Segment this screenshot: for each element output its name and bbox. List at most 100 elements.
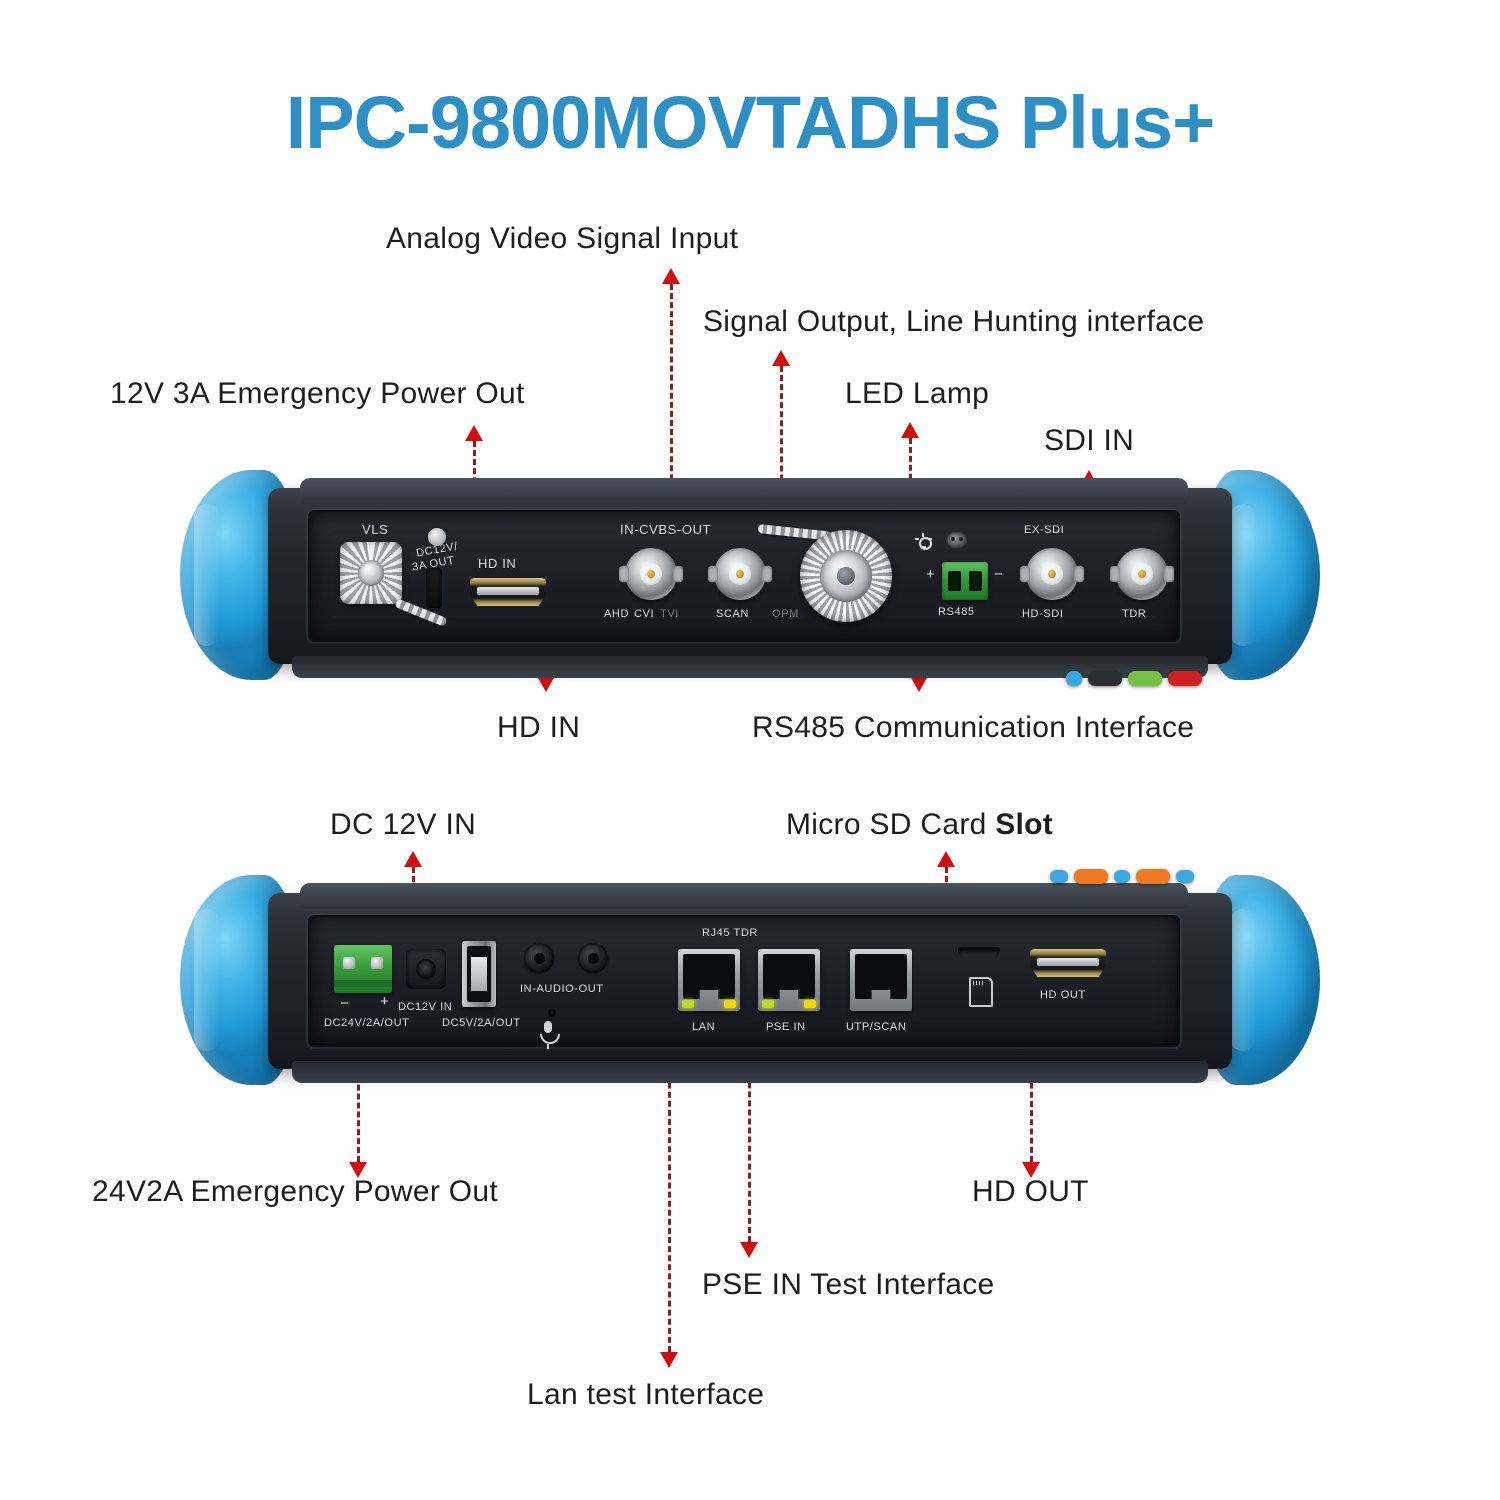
callout-dc-12v-in: DC 12V IN <box>330 808 477 841</box>
top-connector-plate: VLS DC12V/ 3A OUT HD IN IN-CVBS-OUT AHD … <box>308 510 1180 642</box>
dc12v-3a-out-cap[interactable] <box>428 528 446 546</box>
function-key-strip[interactable] <box>1066 671 1202 686</box>
port-label-dc5v-2a-out: DC5V/2A/OUT <box>442 1017 521 1029</box>
key-orange-2[interactable] <box>1136 869 1170 884</box>
arrow-rs485 <box>910 676 928 692</box>
key-blue-bottom[interactable] <box>1050 870 1068 883</box>
port-label-hd-in: HD IN <box>478 556 517 571</box>
port-label-ahd: AHD <box>604 608 630 620</box>
port-label-utp-scan: UTP/SCAN <box>846 1021 907 1033</box>
callout-rs485-communication-interface: RS485 Communication Interface <box>752 711 1195 744</box>
port-label-tvi: TVI <box>660 608 679 620</box>
callout-hd-out: HD OUT <box>972 1175 1089 1208</box>
port-label-dc24v-2a-out: DC24V/2A/OUT <box>324 1017 410 1029</box>
port-label-scan: SCAN <box>716 608 749 620</box>
callout-micro-sd-card-text: Micro SD Card <box>786 808 996 841</box>
audio-out-jack[interactable] <box>578 943 608 973</box>
port-label-tdr: TDR <box>1122 608 1147 620</box>
callout-hd-in: HD IN <box>497 711 581 744</box>
leader-24v2a-emergency-power <box>357 1040 360 1162</box>
arrow-signal-output <box>772 350 790 366</box>
rs485-plus-label: + <box>926 566 936 583</box>
key-green[interactable] <box>1128 671 1162 686</box>
dc12v-3a-out-port[interactable] <box>426 568 442 608</box>
bnc-scan[interactable] <box>708 548 772 600</box>
bottom-connector-plate: − + DC24V/2A/OUT DC12V IN DC5V/2A/OUT IN… <box>308 915 1180 1049</box>
callout-analog-video-signal-input: Analog Video Signal Input <box>386 222 739 255</box>
key-blue-3[interactable] <box>1176 870 1194 883</box>
micro-sd-card-slot[interactable] <box>958 947 1000 957</box>
leader-signal-output <box>780 366 783 580</box>
callout-pse-in-test-interface: PSE IN Test Interface <box>702 1268 995 1301</box>
port-label-hd-sdi: HD-SDI <box>1022 608 1064 620</box>
arrow-pse-in-test <box>740 1242 758 1258</box>
terminal-minus-label: − <box>340 995 350 1012</box>
arrow-dc-12v-in <box>404 851 422 867</box>
callout-slot-text: Slot <box>995 808 1054 841</box>
port-label-in-audio-out: IN-AUDIO-OUT <box>520 983 604 995</box>
lamp-icon <box>914 533 932 552</box>
device-top-lip-bottom <box>300 883 1188 909</box>
port-label-ex-sdi: EX-SDI <box>1024 524 1065 536</box>
page-title: IPC-9800MOVTADHS Plus+ <box>285 81 1216 164</box>
arrow-12v-emergency-power <box>465 425 483 441</box>
dc24v-2a-out-terminal[interactable] <box>334 945 392 993</box>
device-top-lip <box>300 478 1188 504</box>
key-blue[interactable] <box>1066 671 1082 686</box>
port-label-in-cvbs-out: IN-CVBS-OUT <box>620 522 712 537</box>
vls-optical-connector[interactable] <box>340 542 402 604</box>
leader-lan-test <box>668 1010 671 1352</box>
port-label-rs485: RS485 <box>938 606 975 618</box>
bnc-hd-sdi[interactable] <box>1020 548 1084 600</box>
utp-scan-rj45-port[interactable] <box>850 949 912 1011</box>
key-orange-1[interactable] <box>1074 869 1108 884</box>
sd-card-icon <box>969 977 993 1007</box>
microphone-hole <box>548 1009 556 1017</box>
port-label-opm: OPM <box>772 608 799 620</box>
leader-pse-in-test <box>748 1010 751 1242</box>
dc5v-2a-out-usb-port[interactable] <box>462 941 496 1007</box>
device-bottom-panel: − + DC24V/2A/OUT DC12V IN DC5V/2A/OUT IN… <box>180 869 1320 1087</box>
microphone-icon <box>540 1021 560 1049</box>
led-lamp-indicator <box>946 532 968 549</box>
pse-in-rj45-port[interactable] <box>758 949 820 1011</box>
key-blue-2[interactable] <box>1114 870 1130 883</box>
rs485-minus-label: − <box>994 566 1004 583</box>
arrow-lan-test <box>660 1352 678 1368</box>
callout-12v-3a-emergency-power-out: 12V 3A Emergency Power Out <box>110 377 525 410</box>
arrow-led-lamp <box>901 422 919 438</box>
bnc-tdr[interactable] <box>1110 548 1174 600</box>
device-top-panel: VLS DC12V/ 3A OUT HD IN IN-CVBS-OUT AHD … <box>180 470 1320 686</box>
dc12v-in-jack[interactable] <box>406 949 446 989</box>
arrow-hd-out <box>1022 1162 1040 1178</box>
callout-lan-test-interface: Lan test Interface <box>527 1378 765 1411</box>
key-dark[interactable] <box>1088 671 1122 686</box>
key-red[interactable] <box>1168 671 1202 686</box>
callout-signal-output-line-hunting: Signal Output, Line Hunting interface <box>703 305 1205 338</box>
lan-rj45-port[interactable] <box>678 949 740 1011</box>
callout-led-lamp: LED Lamp <box>845 377 990 410</box>
leader-analog-video-signal-input <box>670 284 673 580</box>
port-label-hd-out: HD OUT <box>1040 989 1086 1001</box>
audio-in-jack[interactable] <box>524 943 554 973</box>
arrow-hd-in <box>537 676 555 692</box>
arrow-analog-video-signal-input <box>662 268 680 284</box>
hd-out-hdmi-port[interactable] <box>1030 949 1106 977</box>
rs485-terminal-block[interactable] <box>942 562 988 600</box>
port-label-vls: VLS <box>362 522 389 537</box>
callout-24v2a-emergency-power-out: 24V2A Emergency Power Out <box>92 1175 499 1208</box>
port-label-dc12v-in: DC12V IN <box>398 1001 453 1013</box>
port-label-pse-in: PSE IN <box>766 1021 806 1033</box>
device-bottom-lip-bottom <box>292 1061 1208 1083</box>
terminal-plus-label: + <box>380 993 390 1010</box>
callout-sdi-in: SDI IN <box>1044 424 1135 457</box>
arrow-micro-sd-card-slot <box>937 851 955 867</box>
hd-in-hdmi-port[interactable] <box>470 578 546 606</box>
opm-optical-power-meter-port[interactable] <box>800 530 892 622</box>
function-key-strip-bottom[interactable] <box>1050 869 1194 884</box>
arrow-24v2a-emergency-power <box>349 1162 367 1178</box>
port-label-cvi: CVI <box>634 608 655 620</box>
bnc-ahd-cvi-tvi[interactable] <box>619 548 683 600</box>
device-bottom-lip <box>292 656 1208 678</box>
